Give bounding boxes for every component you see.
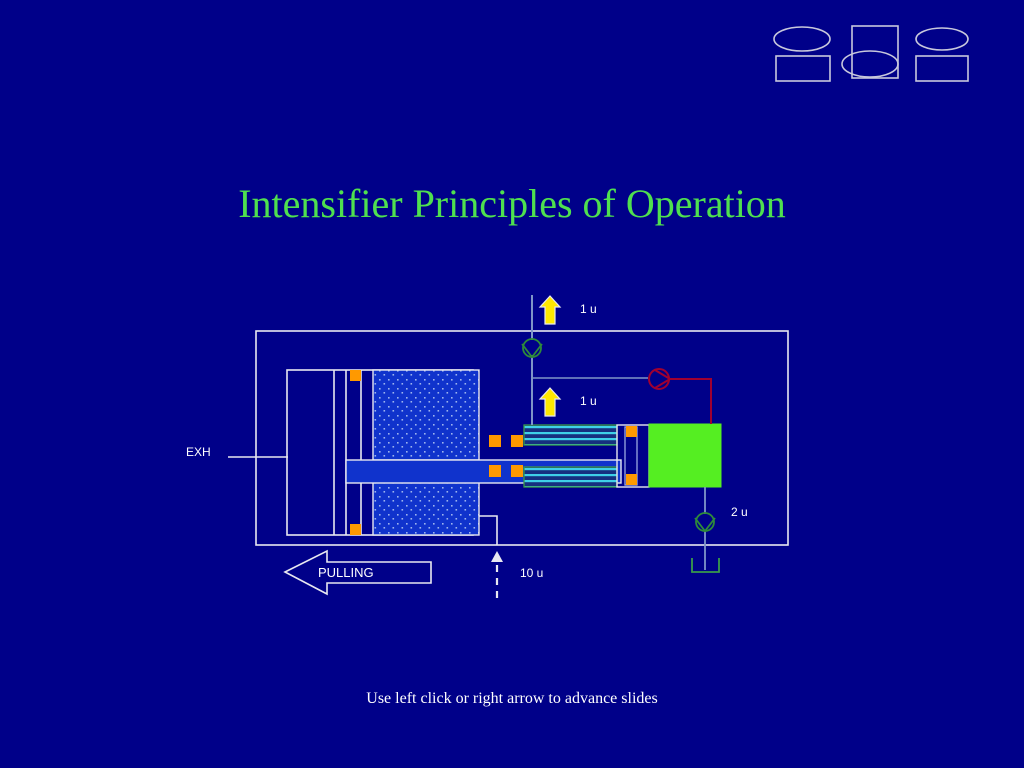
label-flow-output: 2 u [731,505,748,519]
page-title: Intensifier Principles of Operation [238,181,786,226]
seal-cap-bottom [350,524,361,535]
label-flow-input: 10 u [520,566,544,580]
inlet-check-valve-top [521,338,543,359]
label-exhaust: EXH [186,445,211,459]
seal-rod-lower-b [511,465,523,477]
label-pulling: PULLING [318,565,374,580]
large-piston-upper [372,369,480,461]
intensifier-chamber-lower [523,466,618,488]
label-flow-top: 1 u [580,302,597,316]
seal-cap-top [350,370,361,381]
label-flow-middle: 1 u [580,394,597,408]
reservoir-symbol [691,558,720,573]
pulling-direction-arrow [283,549,432,596]
relief-return-line [670,378,712,424]
flow-arrow-middle [538,387,562,417]
logo-ellipse-2 [841,50,899,78]
logo-rect-2 [851,25,899,79]
logo-rect-3 [915,55,969,82]
outlet-check-valve-bottom [694,512,716,533]
logo-ellipse-1 [773,26,831,52]
schematic-outer-frame [255,330,789,546]
seal-rod-lower-a [489,465,501,477]
seal-rod-upper-a [489,435,501,447]
seal-rod-upper-b [511,435,523,447]
flow-arrow-top [538,295,562,325]
seal-housing-top [626,426,637,437]
corporate-logo [773,25,969,82]
intensifier-chamber-upper [523,424,618,446]
high-pressure-block [648,423,722,488]
inlet-supply-line [479,515,498,545]
seal-housing-bottom [626,474,637,485]
advance-slides-hint: Use left click or right arrow to advance… [366,690,658,707]
inlet-flow-arrowhead [491,551,503,562]
relief-valve-red [648,368,672,390]
logo-rect-1 [775,55,831,82]
logo-ellipse-3 [915,27,969,51]
